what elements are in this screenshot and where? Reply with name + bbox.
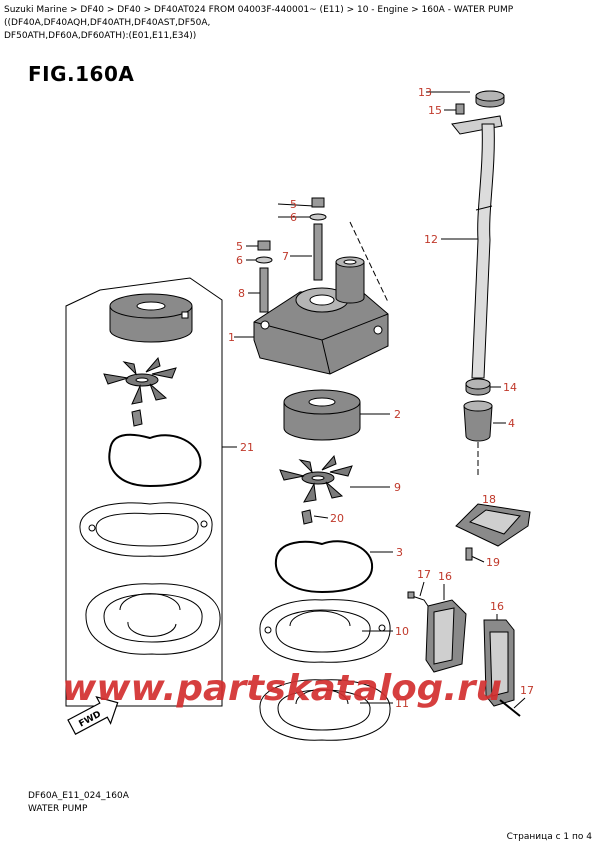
callout-4[interactable]: 4: [508, 417, 515, 430]
watermark: www.partskatalog.ru: [62, 668, 502, 709]
callout-6-top[interactable]: 6: [290, 211, 297, 224]
screw-19: [465, 547, 473, 561]
callout-1[interactable]: 1: [228, 331, 235, 344]
callout-9[interactable]: 9: [394, 481, 401, 494]
callout-17-top[interactable]: 17: [417, 568, 431, 581]
breadcrumb-line-2[interactable]: DF50ATH,DF60A,DF60ATH):(E01,E11,E34)): [4, 31, 197, 41]
screw-17-right: [499, 699, 521, 717]
callout-5-top[interactable]: 5: [290, 198, 297, 211]
callout-5-left[interactable]: 5: [236, 240, 243, 253]
o-ring-left: [108, 433, 202, 488]
impeller-left: [103, 356, 177, 405]
callout-15[interactable]: 15: [428, 104, 442, 117]
nut-5-top: [311, 197, 325, 208]
callout-16-right[interactable]: 16: [490, 600, 504, 613]
gasket-left: [79, 502, 213, 557]
plate-left: [85, 583, 221, 655]
bracket: [451, 115, 503, 135]
bolt-15: [455, 103, 465, 115]
callout-11[interactable]: 11: [395, 697, 409, 710]
callouts: 13 15 12 14 4 5 6 5 6 7 8 1 2 9 20 3 10 …: [228, 86, 534, 710]
callout-3[interactable]: 3: [396, 546, 403, 559]
seal-4: [463, 405, 493, 442]
callout-6-left[interactable]: 6: [236, 254, 243, 267]
figure-code: DF60A_E11_024_160A: [28, 791, 129, 801]
impeller-9: [279, 454, 353, 503]
screw-17-left: [411, 595, 429, 607]
center-parts: [253, 197, 391, 741]
left-parts: [79, 293, 221, 655]
callout-14[interactable]: 14: [503, 381, 517, 394]
callout-20[interactable]: 20: [330, 512, 344, 525]
callout-21[interactable]: 21: [240, 441, 254, 454]
pump-case: [253, 256, 389, 375]
breadcrumb-line-1[interactable]: Suzuki Marine > DF40 > DF40 > DF40AT024 …: [4, 5, 514, 28]
gasket-10: [259, 599, 391, 663]
callout-17-bottom[interactable]: 17: [520, 684, 534, 697]
callout-10[interactable]: 10: [395, 625, 409, 638]
right-parts: [407, 90, 531, 717]
figure-title: FIG.160A: [28, 62, 135, 86]
callout-13[interactable]: 13: [418, 86, 432, 99]
water-tube-12: [471, 123, 495, 379]
nut-5-left: [257, 240, 271, 251]
o-ring-3: [274, 540, 374, 594]
figure-caption: WATER PUMP: [28, 804, 88, 814]
assembly-outline: [65, 277, 223, 707]
callout-8[interactable]: 8: [238, 287, 245, 300]
callout-2[interactable]: 2: [394, 408, 401, 421]
breadcrumb: Suzuki Marine > DF40 > DF40 > DF40AT024 …: [4, 4, 596, 43]
pagination[interactable]: Страница с 1 по 4: [506, 832, 592, 842]
washer-6-left: [255, 256, 273, 264]
washer-6-top: [309, 213, 327, 221]
bolt-8: [259, 267, 269, 313]
callout-19[interactable]: 19: [486, 556, 500, 569]
pump-liner-2: [283, 389, 361, 441]
callout-16-left[interactable]: 16: [438, 570, 452, 583]
pump-liner: [109, 293, 193, 343]
key-left: [131, 409, 143, 427]
key-20: [301, 509, 313, 525]
callout-7[interactable]: 7: [282, 250, 289, 263]
callout-12[interactable]: 12: [424, 233, 438, 246]
callout-18[interactable]: 18: [482, 493, 496, 506]
plate-11: [259, 679, 391, 741]
bolt-7: [313, 223, 323, 281]
